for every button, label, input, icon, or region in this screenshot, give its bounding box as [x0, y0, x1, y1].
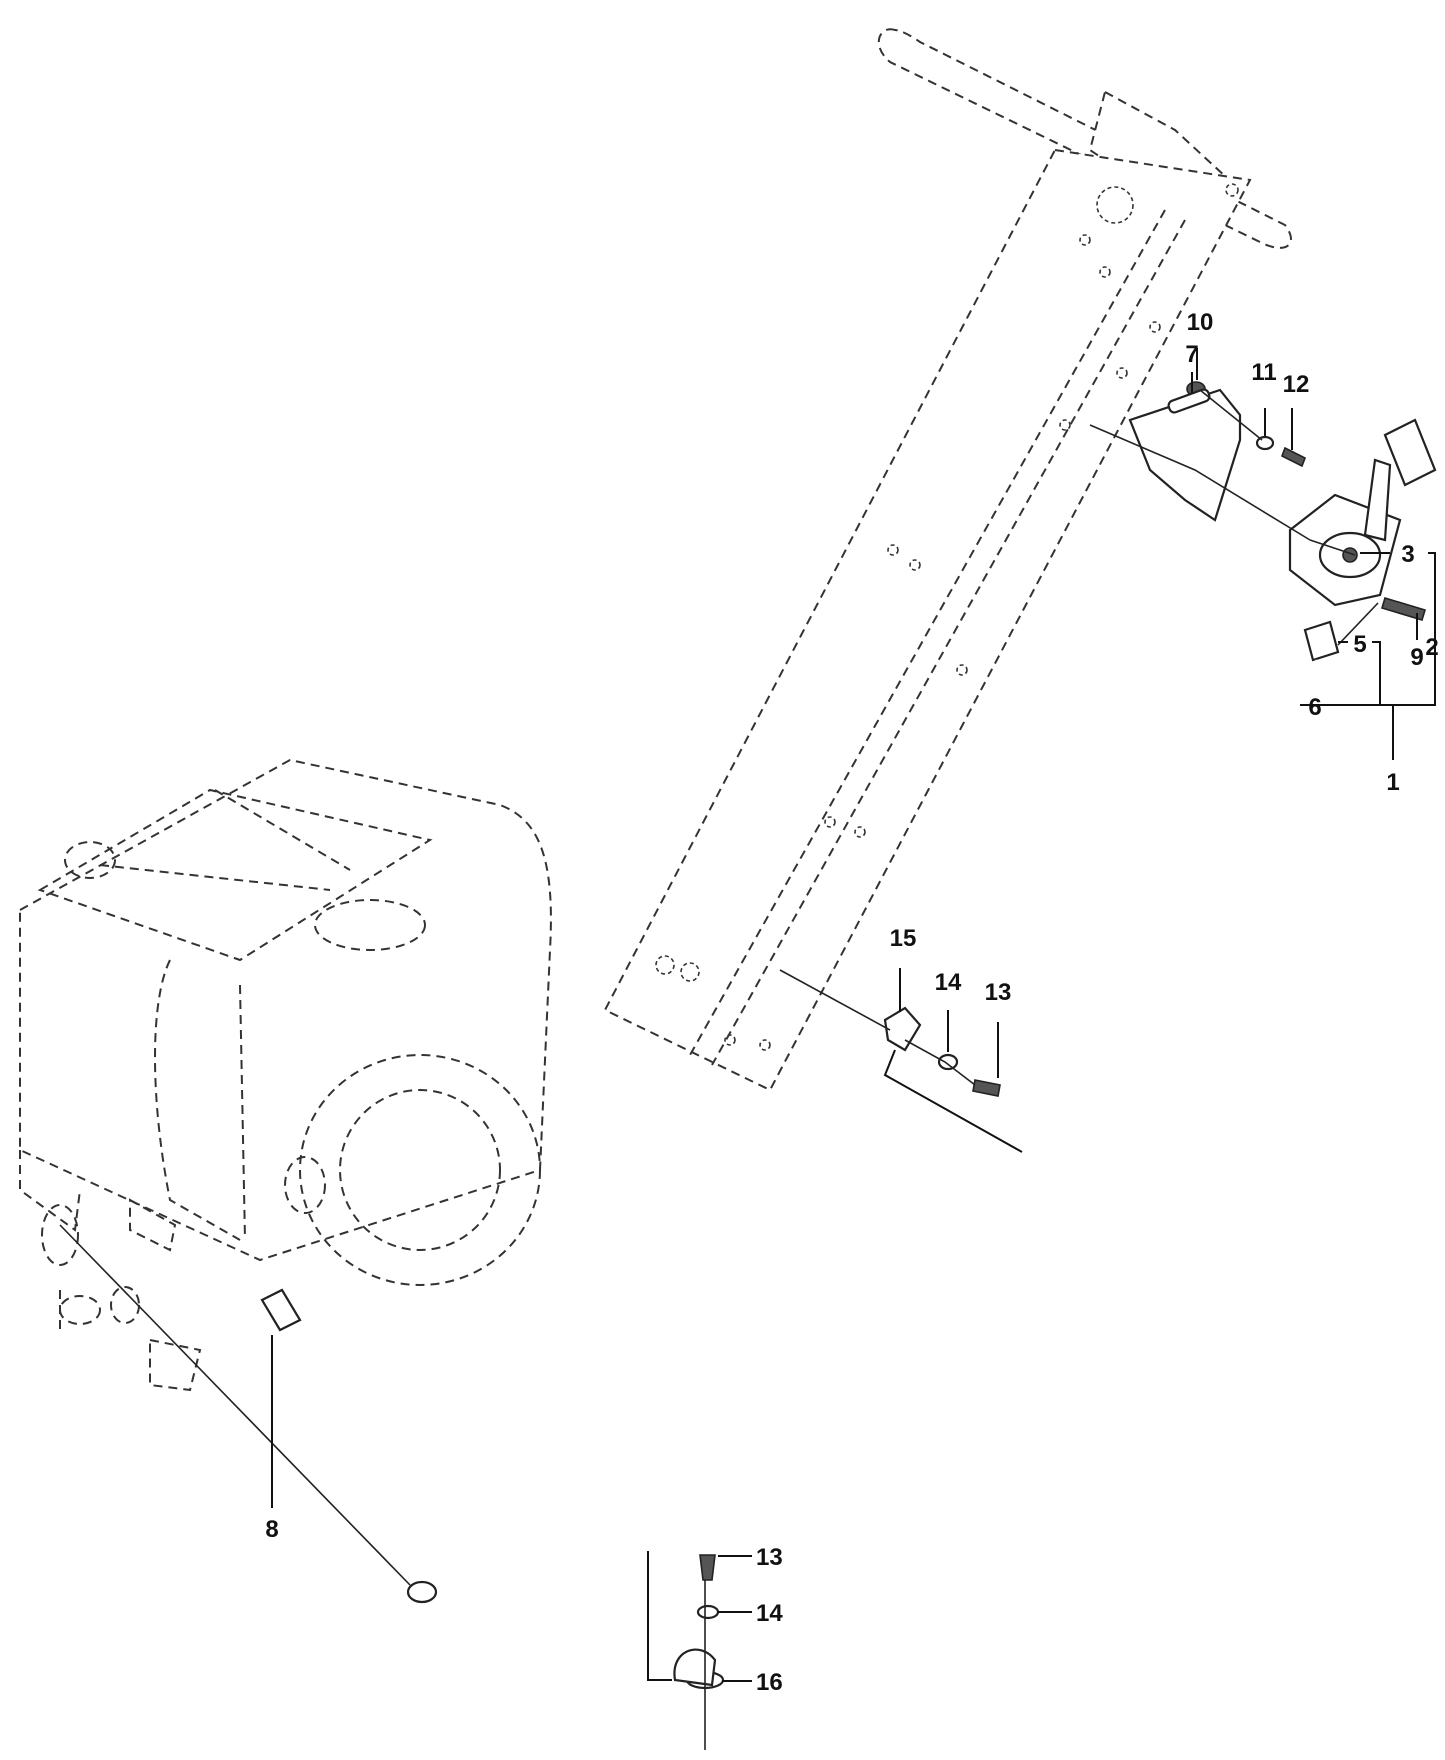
- callout-10: 10: [1187, 309, 1214, 336]
- callout-6: 6: [1308, 694, 1321, 721]
- assembly-lines: [704, 389, 1379, 1750]
- callout-2: 2: [1425, 634, 1438, 661]
- callout-labels: 1 2 3 5 6 7 8 9 10 11 12 13 14 15 13 14 …: [265, 309, 1438, 1696]
- handle-assembly-ghost: [603, 28, 1292, 1092]
- callout-leaders: [271, 348, 1436, 1682]
- callout-7: 7: [1185, 341, 1198, 368]
- callout-12: 12: [1283, 371, 1310, 398]
- callout-14-lower: 14: [756, 1600, 783, 1627]
- throttle-cable: [59, 659, 1321, 1619]
- callout-11: 11: [1251, 359, 1276, 386]
- callout-8: 8: [265, 1516, 278, 1543]
- callout-1: 1: [1386, 769, 1399, 796]
- callout-16: 16: [756, 1669, 783, 1696]
- callout-13-upper: 13: [985, 979, 1012, 1006]
- callout-9: 9: [1410, 644, 1423, 671]
- callout-3: 3: [1401, 541, 1414, 568]
- callout-14-upper: 14: [935, 969, 962, 996]
- callout-5: 5: [1353, 631, 1366, 658]
- engine-ghost: [19, 758, 552, 1392]
- callout-13-lower: 13: [756, 1544, 783, 1571]
- callout-15: 15: [890, 925, 917, 952]
- throttle-parts: [673, 381, 1437, 1690]
